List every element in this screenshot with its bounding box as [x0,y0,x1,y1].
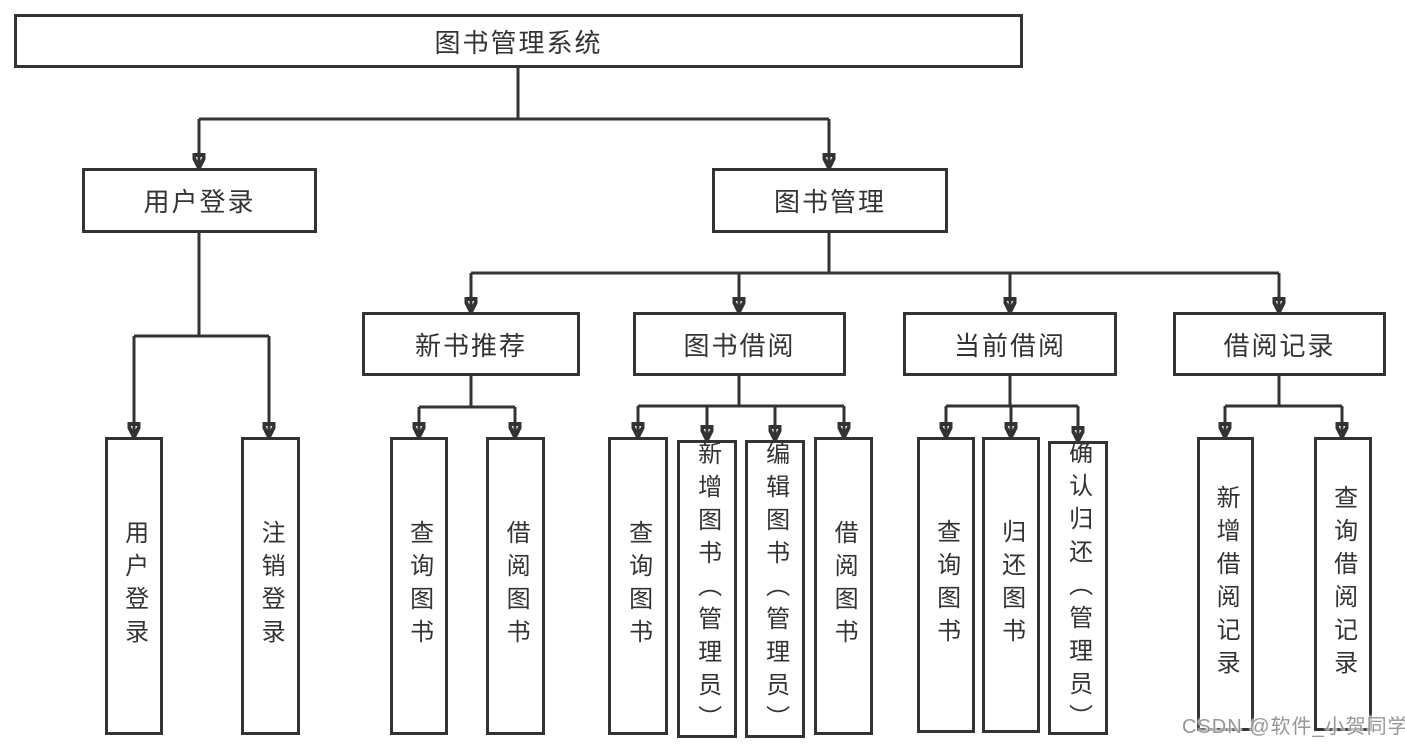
node-book-management: 图书管理 [712,168,948,233]
connector-borrow-record-fork [1225,376,1342,437]
node-borrow-records: 借阅记录 [1173,312,1386,376]
node-leaf-return-books-label: 归还图书 [997,519,1025,651]
node-leaf-confirm-return-admin-label: 确认归还（管理员） [1064,439,1092,737]
node-user-login: 用户登录 [82,168,317,233]
node-borrow-records-label: 借阅记录 [1223,330,1336,361]
node-root-system-label: 图书管理系统 [434,27,603,58]
node-leaf-borrow-books-label: 借阅图书 [830,520,858,652]
node-leaf-borrow-books-recommend: 借阅图书 [486,437,545,735]
node-leaf-query-books-borrow: 查询图书 [608,437,668,735]
node-leaf-confirm-return-admin: 确认归还（管理员） [1048,439,1108,737]
connector-current-borrow-fork [946,376,1078,441]
connector-user-login-fork [134,233,269,437]
node-book-borrowing-label: 图书借阅 [683,330,796,361]
node-leaf-query-books-current-label: 查询图书 [932,519,960,651]
node-leaf-query-books-recommend-label: 查询图书 [405,520,433,652]
node-leaf-borrow-books: 借阅图书 [814,437,873,735]
node-book-borrowing: 图书借阅 [633,312,846,376]
node-leaf-edit-book-admin: 编辑图书（管理员） [745,440,805,738]
node-leaf-query-books-recommend: 查询图书 [390,437,448,735]
node-leaf-user-login: 用户登录 [105,437,163,735]
node-current-borrowing-label: 当前借阅 [953,330,1066,361]
node-leaf-user-login-label: 用户登录 [120,520,148,652]
node-leaf-query-books-current: 查询图书 [917,437,975,733]
node-new-book-recommend-label: 新书推荐 [414,330,527,361]
node-leaf-query-borrow-record: 查询借阅记录 [1314,437,1372,731]
connector-book-management-fork [471,233,1279,312]
node-leaf-logout: 注销登录 [241,437,300,735]
node-root-system: 图书管理系统 [14,14,1023,68]
node-current-borrowing: 当前借阅 [903,312,1117,376]
node-leaf-query-books-borrow-label: 查询图书 [624,520,652,652]
connector-root-fork [199,68,829,168]
node-user-login-label: 用户登录 [143,187,256,217]
node-leaf-add-book-admin: 新增图书（管理员） [677,440,737,738]
node-leaf-add-borrow-record-label: 新增借阅记录 [1212,485,1240,683]
connector-new-book-fork [419,376,515,437]
node-leaf-add-book-admin-label: 新增图书（管理员） [693,440,721,738]
node-leaf-edit-book-admin-label: 编辑图书（管理员） [761,440,789,738]
node-leaf-logout-label: 注销登录 [257,520,285,652]
node-leaf-query-borrow-record-label: 查询借阅记录 [1329,485,1357,683]
csdn-watermark: CSDN @软件_小贺同学 [1182,716,1405,738]
node-leaf-return-books: 归还图书 [982,437,1040,733]
node-leaf-borrow-books-recommend-label: 借阅图书 [502,520,530,652]
node-book-management-label: 图书管理 [773,187,886,217]
connector-book-borrow-fork [638,376,844,440]
node-new-book-recommend: 新书推荐 [362,312,580,376]
node-leaf-add-borrow-record: 新增借阅记录 [1197,437,1254,731]
